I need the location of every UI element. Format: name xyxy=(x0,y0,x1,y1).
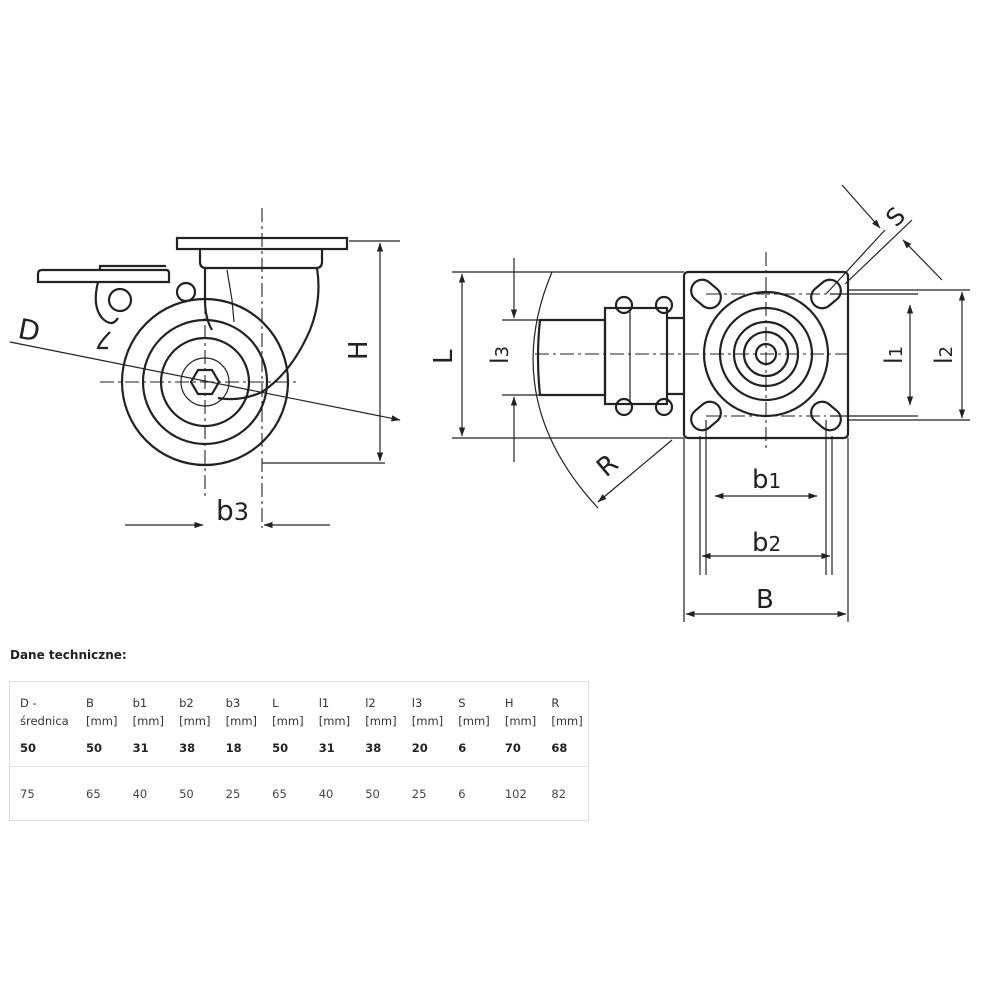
table-cell: 75 xyxy=(9,766,77,821)
dim-l3-label: l xyxy=(486,357,514,364)
table-cell: 102 xyxy=(494,766,542,821)
svg-text:l3: l3 xyxy=(486,346,514,364)
table-cell: 38 xyxy=(365,741,382,755)
table-cell: 82 xyxy=(541,766,589,821)
col-header: l2[mm] xyxy=(365,696,397,728)
col-header: b3[mm] xyxy=(225,696,258,728)
svg-text:b1: b1 xyxy=(752,465,781,495)
table-cell: 31 xyxy=(318,741,335,755)
table-cell: 20 xyxy=(411,741,428,755)
col-header: B[mm] xyxy=(86,696,118,728)
dim-l2-label: l xyxy=(930,357,958,364)
svg-text:l2: l2 xyxy=(930,346,958,364)
dim-b2-subscript: 2 xyxy=(769,532,782,556)
dim-l1-subscript: 1 xyxy=(886,346,907,357)
dim-l1-label: l xyxy=(880,357,908,364)
dim-b3-subscript: 3 xyxy=(234,498,249,526)
svg-text:l1: l1 xyxy=(880,346,908,364)
dim-b1-subscript: 1 xyxy=(769,469,782,493)
col-header: S[mm] xyxy=(458,696,490,728)
dim-s-label: S xyxy=(880,202,911,233)
caster-technical-drawing: D H b3 R xyxy=(9,184,970,622)
dim-b2-label: b xyxy=(752,528,769,558)
table-cell: 50 xyxy=(355,766,402,821)
col-header: L[mm] xyxy=(272,696,304,728)
table-cell: 50 xyxy=(169,766,216,821)
table-row: 75 65 40 50 25 65 40 50 25 6 102 82 xyxy=(9,766,589,821)
table-cell: 31 xyxy=(132,741,149,755)
table-cell: 6 xyxy=(448,766,495,821)
col-header: H[mm] xyxy=(504,696,537,728)
spec-header-row: D -średnica B[mm] b1[mm] b2[mm] b3[mm] L… xyxy=(10,682,589,731)
dim-b3-label: b xyxy=(216,494,234,527)
dim-b1-label: b xyxy=(752,465,769,495)
table-cell: 50 xyxy=(20,741,37,755)
col-header: l3[mm] xyxy=(411,696,444,728)
table-cell: 50 xyxy=(86,741,103,755)
table-cell: 38 xyxy=(179,741,196,755)
table-cell: 65 xyxy=(262,766,309,821)
dim-r-label: R xyxy=(591,449,624,484)
col-header: D -średnica xyxy=(20,696,69,728)
table-cell: 40 xyxy=(122,766,170,821)
table-row: 50 50 31 38 18 50 31 38 20 6 70 68 xyxy=(10,730,589,767)
table-cell: 68 xyxy=(551,741,568,755)
spec-table: D -średnica B[mm] b1[mm] b2[mm] b3[mm] L… xyxy=(9,681,589,821)
dim-l2-subscript: 2 xyxy=(936,346,957,357)
dim-d-label: D xyxy=(15,312,42,349)
dim-h-label: H xyxy=(344,340,374,360)
svg-text:b2: b2 xyxy=(752,528,781,558)
col-header: R[mm] xyxy=(551,696,583,728)
top-view: R L l3 xyxy=(429,184,970,622)
table-cell: 50 xyxy=(272,741,289,755)
table-cell: 25 xyxy=(215,766,263,821)
dim-l3-subscript: 3 xyxy=(492,346,513,357)
side-view: D H b3 xyxy=(9,208,401,529)
table-cell: 6 xyxy=(458,741,467,755)
col-header: b1[mm] xyxy=(132,696,164,728)
dim-l-label: L xyxy=(429,349,459,364)
table-cell: 40 xyxy=(308,766,356,821)
spec-heading: Dane techniczne: xyxy=(10,648,127,662)
dim-b-label: B xyxy=(756,585,774,615)
col-header: b2[mm] xyxy=(179,696,211,728)
table-cell: 18 xyxy=(225,741,242,755)
col-header: l1[mm] xyxy=(318,696,351,728)
table-cell: 25 xyxy=(401,766,449,821)
table-cell: 65 xyxy=(76,766,123,821)
table-cell: 70 xyxy=(504,741,521,755)
svg-text:b3: b3 xyxy=(216,494,249,527)
